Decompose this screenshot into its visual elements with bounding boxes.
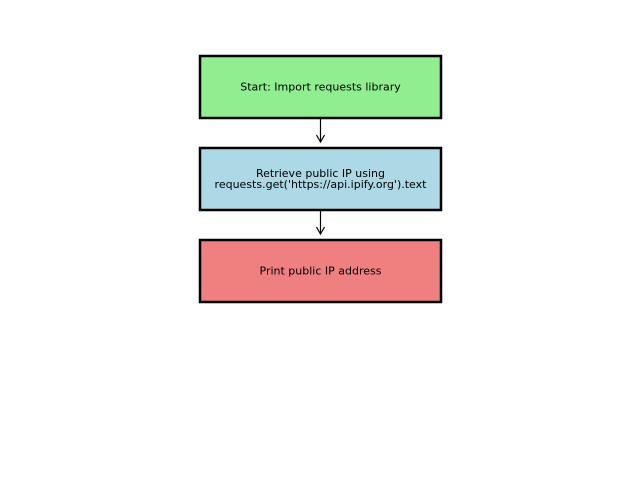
flow-node-print: Print public IP address — [198, 238, 443, 304]
flow-node-box — [198, 54, 443, 120]
flow-node-label: Start: Import requests library — [240, 81, 401, 94]
flow-node-retrieve: Retrieve public IP usingrequests.get('ht… — [198, 146, 443, 212]
flow-node-label: Retrieve public IP using — [256, 167, 385, 180]
flow-node-label: requests.get('https://api.ipify.org').te… — [215, 178, 428, 191]
flow-node-box — [198, 146, 443, 212]
flow-node-start: Start: Import requests library — [198, 54, 443, 120]
flow-node-label: Print public IP address — [260, 265, 382, 278]
flow-node-box — [198, 238, 443, 304]
